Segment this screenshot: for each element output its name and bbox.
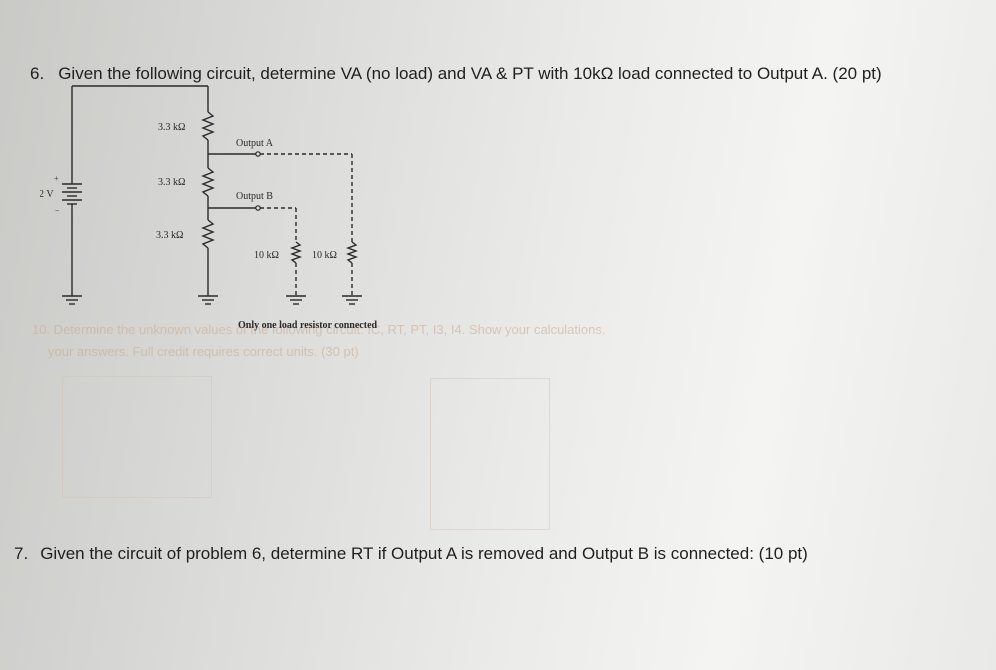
problem-6-number: 6. bbox=[30, 64, 45, 83]
battery-plus-sign: + bbox=[54, 174, 59, 183]
load-b-zigzag bbox=[290, 241, 302, 264]
bleed-through-text-2: your answers. Full credit requires corre… bbox=[48, 344, 359, 359]
source-voltage-label: 12 V bbox=[40, 189, 54, 200]
resistor-top-label: 3.3 kΩ bbox=[158, 122, 185, 133]
problem-7-text: Given the circuit of problem 6, determin… bbox=[40, 544, 808, 563]
problem-7-number: 7. bbox=[14, 544, 29, 563]
load-a-zigzag bbox=[346, 241, 358, 264]
load-a-label: 10 kΩ bbox=[312, 250, 337, 261]
problem-6: 6. Given the following circuit, determine… bbox=[30, 64, 882, 84]
output-b-terminal bbox=[255, 205, 261, 211]
load-b-label: 10 kΩ bbox=[254, 250, 279, 261]
resistor-top-zigzag bbox=[201, 111, 215, 141]
resistor-mid-zigzag bbox=[201, 167, 215, 197]
resistor-bottom-zigzag bbox=[201, 219, 215, 249]
output-a-label: Output A bbox=[236, 138, 274, 149]
resistor-mid-label: 3.3 kΩ bbox=[158, 177, 185, 188]
battery-minus-sign: − bbox=[55, 206, 60, 215]
bleed-through-circuit-left bbox=[62, 376, 212, 498]
resistor-bottom-label: 3.3 kΩ bbox=[156, 230, 183, 241]
output-b-label: Output B bbox=[236, 191, 273, 202]
problem-7: 7. Given the circuit of problem 6, determ… bbox=[14, 544, 808, 564]
bleed-through-circuit-right bbox=[430, 378, 550, 530]
bleed-through-text-1: 10. Determine the unknown values of the … bbox=[32, 322, 606, 337]
circuit-caption: Only one load resistor connected at a ti… bbox=[238, 320, 380, 331]
problem-6-text: Given the following circuit, determine V… bbox=[58, 64, 882, 83]
voltage-divider-circuit: + − 12 V 3.3 kΩ 3.3 kΩ 3.3 kΩ Output A O… bbox=[40, 85, 380, 331]
output-a-terminal bbox=[255, 151, 261, 157]
